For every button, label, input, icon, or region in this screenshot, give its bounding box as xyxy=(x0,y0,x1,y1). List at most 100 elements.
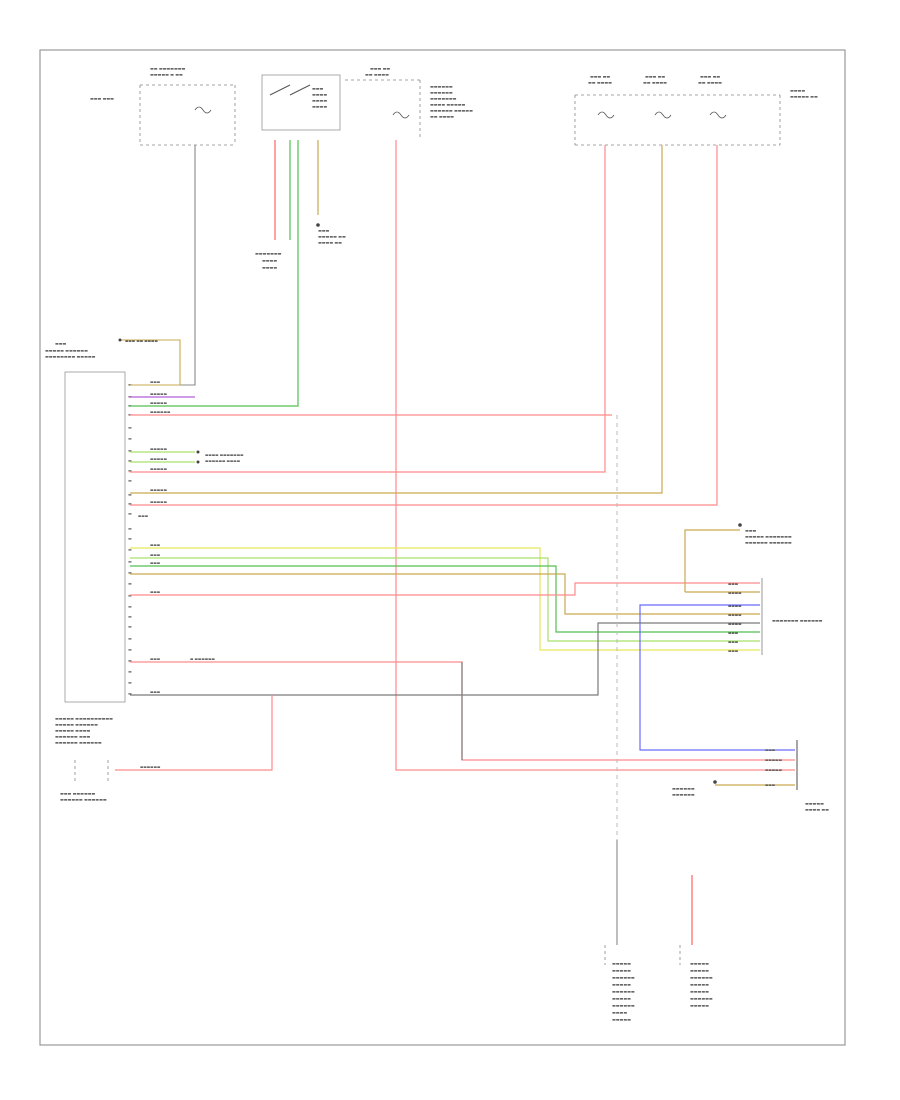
svg-text:▬▬▬▬▬: ▬▬▬▬▬ xyxy=(612,968,631,973)
svg-text:▬▬▬: ▬▬▬ xyxy=(728,582,739,586)
svg-text:▬▬▬▬▬▬▬ ▬▬▬▬▬▬: ▬▬▬▬▬▬▬ ▬▬▬▬▬▬ xyxy=(772,618,823,623)
svg-text:▬▬▬: ▬▬▬ xyxy=(745,528,757,533)
svg-text:▬▬▬▬ ▬▬▬▬▬: ▬▬▬▬ ▬▬▬▬▬ xyxy=(430,102,466,107)
svg-text:▬▬▬▬: ▬▬▬▬ xyxy=(612,1010,627,1015)
svg-text:▬▬▬▬: ▬▬▬▬ xyxy=(262,258,277,263)
svg-text:▬▬▬▬▬: ▬▬▬▬▬ xyxy=(150,457,168,461)
svg-text:▬▬▬▬: ▬▬▬▬ xyxy=(312,92,327,97)
svg-text:▬: ▬ xyxy=(128,458,132,463)
svg-text:▬▬▬: ▬▬▬ xyxy=(150,657,161,661)
svg-text:▬▬▬: ▬▬▬ xyxy=(728,631,739,635)
svg-text:▬▬▬ ▬▬: ▬▬▬ ▬▬ xyxy=(590,74,610,79)
svg-text:▬▬▬: ▬▬▬ xyxy=(150,543,161,547)
svg-text:▬▬▬▬: ▬▬▬▬ xyxy=(312,98,327,103)
svg-text:▬▬▬: ▬▬▬ xyxy=(765,748,776,752)
svg-text:▬▬▬▬▬ ▬▬▬▬▬▬: ▬▬▬▬▬ ▬▬▬▬▬▬ xyxy=(55,722,98,727)
ground-module: ▬▬▬▬▬▬ ▬▬▬ ▬▬▬▬▬▬ ▬▬▬▬▬▬ ▬▬▬▬▬▬ xyxy=(60,760,161,802)
diagram-frame xyxy=(39,49,846,1046)
svg-text:▬▬▬▬▬: ▬▬▬▬▬ xyxy=(150,447,168,451)
svg-text:▬▬▬▬▬: ▬▬▬▬▬ xyxy=(690,989,709,994)
svg-text:▬▬▬▬▬: ▬▬▬▬▬ xyxy=(690,961,709,966)
wire-green-switch xyxy=(130,140,299,407)
wire-gray-fuse-left xyxy=(132,145,196,386)
svg-text:▬: ▬ xyxy=(128,436,132,441)
svg-text:▬: ▬ xyxy=(128,511,132,516)
svg-text:▬: ▬ xyxy=(128,658,132,663)
svg-text:▬▬▬ ▬▬: ▬▬▬ ▬▬ xyxy=(700,74,720,79)
svg-text:▬▬▬: ▬▬▬ xyxy=(150,553,161,557)
svg-text:▬▬▬: ▬▬▬ xyxy=(150,690,161,694)
svg-text:▬: ▬ xyxy=(128,669,132,674)
svg-text:▬▬▬▬▬▬: ▬▬▬▬▬▬ xyxy=(150,410,171,414)
svg-text:▬▬▬▬▬▬: ▬▬▬▬▬▬ xyxy=(430,84,453,89)
svg-text:▬▬ ▬▬▬▬: ▬▬ ▬▬▬▬ xyxy=(698,80,722,85)
svg-text:▬▬▬▬▬: ▬▬▬▬▬ xyxy=(150,467,168,471)
svg-text:▬▬▬: ▬▬▬ xyxy=(138,514,149,518)
trailer-socket: ▬▬▬ ▬▬▬▬ ▬▬▬▬ ▬▬▬▬ ▬▬▬▬ ▬▬▬ ▬▬▬ ▬▬▬ ▬▬▬▬… xyxy=(728,523,823,655)
wire-lime-558 xyxy=(130,557,760,642)
svg-text:▬▬▬▬▬: ▬▬▬▬▬ xyxy=(612,1017,631,1022)
fuse-panel-right: ▬▬▬ ▬▬ ▬▬ ▬▬▬▬ ▬▬▬ ▬▬ ▬▬ ▬▬▬▬ ▬▬▬ ▬▬ ▬▬ … xyxy=(574,74,818,146)
relay-center: ▬▬▬ ▬▬ ▬▬ ▬▬▬▬ ▬▬▬▬▬▬ ▬▬▬▬▬▬ ▬▬▬▬▬▬▬ ▬▬▬… xyxy=(345,66,473,140)
switch-group: ▬▬▬ ▬▬▬▬ ▬▬▬▬ ▬▬▬▬ ▬▬▬▬▬▬▬ ▬▬▬▬ ▬▬▬▬ ▬▬▬… xyxy=(255,74,346,270)
svg-text:▬▬▬▬▬: ▬▬▬▬▬ xyxy=(690,1003,709,1008)
svg-text:▬▬▬▬: ▬▬▬▬ xyxy=(728,591,742,595)
fuse-panel-left: ▬▬ ▬▬▬▬▬▬▬ ▬▬▬▬▬ ▬ ▬▬ ▬▬▬ ▬▬▬ xyxy=(90,66,236,146)
svg-text:▬▬▬▬▬▬: ▬▬▬▬▬▬ xyxy=(140,765,161,769)
svg-text:▬: ▬ xyxy=(128,547,132,552)
svg-text:▬▬▬: ▬▬▬ xyxy=(55,341,67,346)
wires xyxy=(115,140,795,945)
svg-text:▬▬▬: ▬▬▬ xyxy=(728,640,739,644)
svg-text:▬▬▬▬▬▬: ▬▬▬▬▬▬ xyxy=(672,792,695,797)
svg-text:▬▬▬: ▬▬▬ xyxy=(312,86,324,91)
wire-tan-fuse-r2 xyxy=(130,145,663,494)
svg-text:▬▬▬▬: ▬▬▬▬ xyxy=(728,613,742,617)
svg-text:▬▬▬▬ ▬▬: ▬▬▬▬ ▬▬ xyxy=(318,240,342,245)
wire-blue xyxy=(639,604,795,751)
svg-text:▬▬▬▬▬: ▬▬▬▬▬ xyxy=(150,488,168,492)
svg-text:▬▬▬▬▬▬ ▬▬▬▬: ▬▬▬▬▬▬ ▬▬▬▬ xyxy=(205,459,241,463)
svg-text:▬ ▬▬▬▬▬▬: ▬ ▬▬▬▬▬▬ xyxy=(190,657,216,661)
svg-text:▬: ▬ xyxy=(128,559,132,564)
control-module-bottom: ▬▬▬▬▬ ▬▬▬▬▬ ▬▬▬▬▬▬ ▬▬▬▬▬ ▬▬▬▬▬▬ ▬▬▬▬▬ ▬▬… xyxy=(604,945,635,1022)
svg-text:▬▬▬▬▬▬: ▬▬▬▬▬▬ xyxy=(672,786,695,791)
svg-text:▬▬▬▬▬: ▬▬▬▬▬ xyxy=(612,982,631,987)
svg-text:▬▬▬▬▬: ▬▬▬▬▬ xyxy=(765,758,783,762)
svg-text:▬▬▬▬▬ ▬▬: ▬▬▬▬▬ ▬▬ xyxy=(318,234,346,239)
wire-gray-623 xyxy=(130,622,760,696)
svg-text:▬▬▬▬▬▬▬: ▬▬▬▬▬▬▬ xyxy=(255,251,282,256)
svg-text:▬▬▬▬▬▬▬▬ ▬▬▬▬▬: ▬▬▬▬▬▬▬▬ ▬▬▬▬▬ xyxy=(45,354,96,359)
svg-text:▬▬ ▬▬▬▬: ▬▬ ▬▬▬▬ xyxy=(643,80,667,85)
svg-text:▬▬▬▬▬▬: ▬▬▬▬▬▬ xyxy=(430,90,453,95)
svg-text:▬: ▬ xyxy=(128,647,132,652)
svg-text:▬: ▬ xyxy=(128,624,132,629)
svg-text:▬▬▬▬▬▬: ▬▬▬▬▬▬ xyxy=(690,975,713,980)
svg-text:▬: ▬ xyxy=(128,614,132,619)
wire-tan-top xyxy=(120,339,181,386)
svg-text:▬▬▬▬: ▬▬▬▬ xyxy=(790,88,805,93)
svg-text:▬▬▬▬▬▬: ▬▬▬▬▬▬ xyxy=(612,989,635,994)
svg-text:▬▬▬▬▬▬: ▬▬▬▬▬▬ xyxy=(612,1003,635,1008)
svg-text:▬: ▬ xyxy=(128,581,132,586)
svg-text:▬▬▬▬▬: ▬▬▬▬▬ xyxy=(805,801,824,806)
svg-text:▬▬▬▬: ▬▬▬▬ xyxy=(728,604,742,608)
svg-text:▬▬ ▬▬▬▬: ▬▬ ▬▬▬▬ xyxy=(365,72,389,77)
svg-text:▬▬▬ ▬▬: ▬▬▬ ▬▬ xyxy=(645,74,665,79)
svg-text:▬▬▬▬▬ ▬▬▬▬▬▬▬▬▬▬: ▬▬▬▬▬ ▬▬▬▬▬▬▬▬▬▬ xyxy=(55,716,113,721)
svg-text:▬▬▬: ▬▬▬ xyxy=(150,380,161,384)
svg-text:▬▬▬ ▬▬ ▬▬▬▬: ▬▬▬ ▬▬ ▬▬▬▬ xyxy=(125,339,158,343)
svg-text:▬▬▬▬: ▬▬▬▬ xyxy=(312,104,327,109)
wire-green-566 xyxy=(130,565,760,633)
svg-text:▬▬▬▬▬▬ ▬▬▬▬▬▬: ▬▬▬▬▬▬ ▬▬▬▬▬▬ xyxy=(745,540,792,545)
svg-text:▬▬▬ ▬▬▬: ▬▬▬ ▬▬▬ xyxy=(90,96,114,101)
svg-text:▬▬▬: ▬▬▬ xyxy=(150,590,161,594)
wire-labels: ▬▬▬ ▬▬▬▬▬ ▬▬▬▬▬ ▬▬▬▬▬▬ ▬▬▬▬▬ ▬▬▬▬▬ ▬▬▬▬▬… xyxy=(118,338,244,694)
svg-text:▬▬▬▬ ▬▬: ▬▬▬▬ ▬▬ xyxy=(805,807,829,812)
svg-text:▬▬▬▬▬▬: ▬▬▬▬▬▬ xyxy=(690,996,713,1001)
wire-red-switch-small xyxy=(115,695,273,771)
svg-text:▬▬▬▬▬▬: ▬▬▬▬▬▬ xyxy=(612,975,635,980)
svg-text:▬▬▬ ▬▬▬▬▬▬: ▬▬▬ ▬▬▬▬▬▬ xyxy=(60,791,96,796)
wire-red-fuse-r3 xyxy=(130,145,718,506)
wire-red-relay xyxy=(395,140,795,771)
